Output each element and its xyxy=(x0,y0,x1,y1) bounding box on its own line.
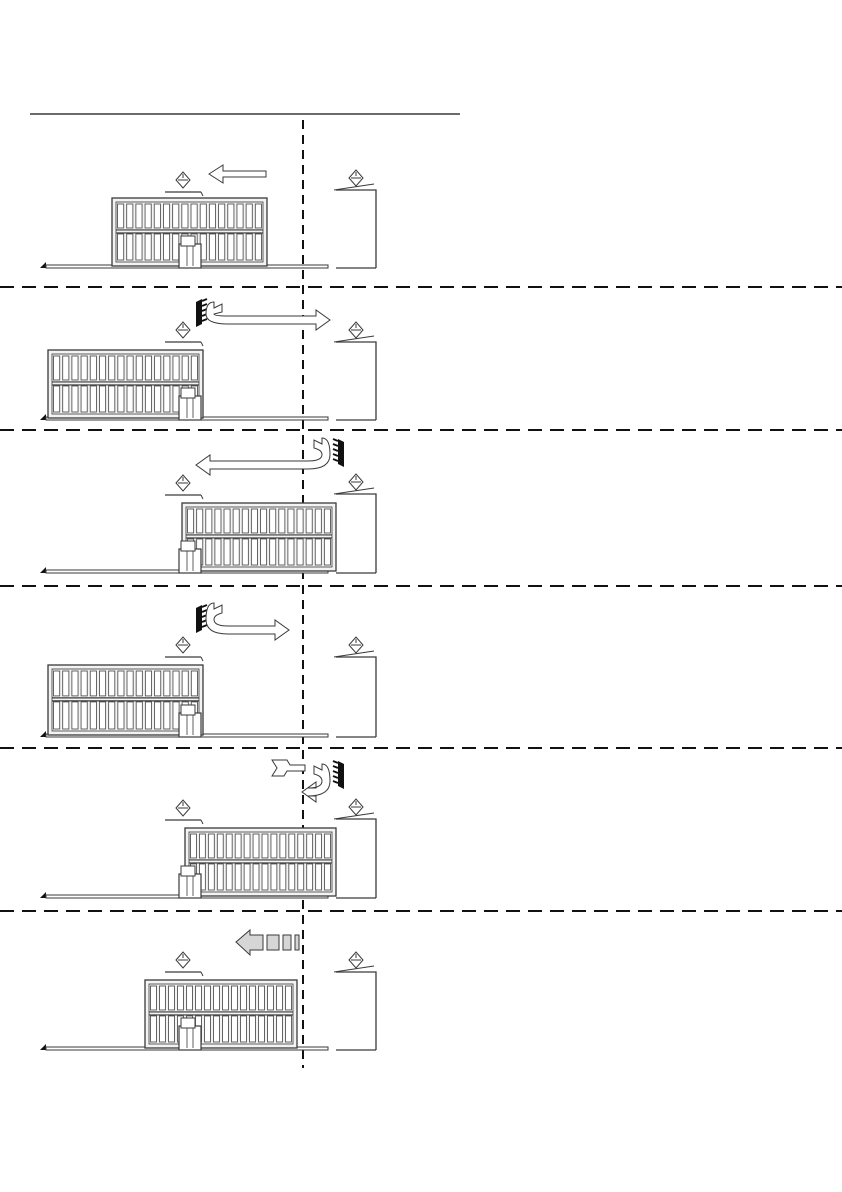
motor-lamp-cap xyxy=(165,637,203,661)
flashing-lamp-icon xyxy=(176,952,190,968)
gate-leaf xyxy=(182,503,336,571)
panel-step-2 xyxy=(40,299,376,420)
flashing-lamp-icon xyxy=(349,474,363,490)
gate-post xyxy=(334,170,376,268)
gate-post xyxy=(334,637,376,737)
hand-obstacle-icon xyxy=(196,299,207,327)
flashing-lamp-icon xyxy=(349,322,363,338)
arrow-tail-icon xyxy=(272,760,305,776)
flashing-lamp-icon xyxy=(349,170,363,186)
arrow-left-icon xyxy=(209,165,266,183)
gate-post xyxy=(334,799,376,898)
flashing-lamp-icon xyxy=(349,952,363,968)
gate-post xyxy=(334,952,376,1050)
panel-step-3 xyxy=(40,438,376,573)
arrow-u-turn-icon xyxy=(302,764,330,802)
panel-step-6 xyxy=(40,930,376,1050)
arrow-left-icon xyxy=(236,930,263,955)
arrow-dashed-left xyxy=(236,930,299,955)
hand-obstacle-icon xyxy=(196,605,207,633)
hand-obstacle-icon xyxy=(333,439,344,467)
arrow-u-turn-icon xyxy=(206,302,330,330)
arrow-u-turn-icon xyxy=(196,438,330,475)
gate-leaf xyxy=(185,828,336,896)
hand-obstacle-icon xyxy=(333,761,344,789)
panel-step-1 xyxy=(40,165,376,268)
panel-step-5 xyxy=(40,760,376,898)
motor-lamp-cap xyxy=(165,172,203,196)
flashing-lamp-icon xyxy=(349,637,363,653)
flashing-lamp-icon xyxy=(349,799,363,815)
gate-post xyxy=(334,322,376,420)
flashing-lamp-icon xyxy=(176,475,190,491)
gate-post xyxy=(334,474,376,573)
flashing-lamp-icon xyxy=(176,322,190,338)
gate-leaf xyxy=(145,980,297,1048)
flashing-lamp-icon xyxy=(176,172,190,188)
motor-lamp-cap xyxy=(165,800,203,824)
panel-step-4 xyxy=(40,603,376,737)
arrow-u-turn-icon xyxy=(206,603,289,640)
motor-lamp-cap xyxy=(165,475,203,499)
flashing-lamp-icon xyxy=(176,800,190,816)
motor-lamp-cap xyxy=(165,952,203,976)
flashing-lamp-icon xyxy=(176,637,190,653)
